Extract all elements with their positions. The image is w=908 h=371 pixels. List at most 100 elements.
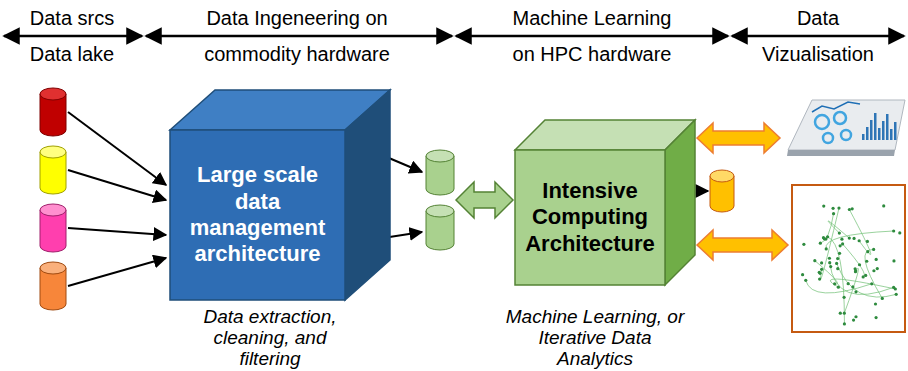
graph-dot bbox=[843, 312, 846, 315]
graph-dot bbox=[848, 237, 851, 240]
stage-label: Machine Learning on HPC hardware bbox=[502, 0, 682, 72]
graph-dot bbox=[847, 282, 850, 285]
graph-dot bbox=[892, 229, 895, 232]
network-graph-picture bbox=[792, 185, 905, 332]
graph-link bbox=[849, 209, 870, 254]
graph-dot bbox=[898, 231, 901, 234]
graph-dot bbox=[865, 260, 868, 263]
bar bbox=[894, 122, 897, 140]
graph-dot bbox=[876, 267, 879, 270]
ring-chart bbox=[834, 112, 846, 124]
graph-dot bbox=[822, 236, 825, 239]
graph-dot bbox=[843, 322, 846, 325]
box-title: Large scale data management architecture bbox=[176, 162, 339, 268]
bar bbox=[886, 114, 889, 140]
graph-dot bbox=[858, 239, 861, 242]
stage-label: Data srcs Data lake bbox=[22, 0, 122, 72]
graph-dot bbox=[852, 237, 855, 240]
stage-label: Data Ingeneering on commodity hardware bbox=[181, 0, 413, 72]
cylinder-top bbox=[426, 205, 454, 217]
cylinder-top bbox=[40, 204, 66, 216]
graph-dot bbox=[854, 290, 857, 293]
stage-arrow bbox=[4, 35, 142, 38]
graph-dot bbox=[892, 259, 895, 262]
graph-dot bbox=[882, 204, 885, 207]
cube-front bbox=[515, 150, 665, 285]
flow-arrow bbox=[68, 258, 166, 286]
graph-dot bbox=[837, 286, 840, 289]
graph-link bbox=[865, 249, 882, 298]
stage-label: Data Vizualisation bbox=[748, 0, 888, 72]
database-cylinders bbox=[40, 88, 734, 310]
cylinder-top bbox=[40, 146, 66, 158]
database-cylinder bbox=[710, 170, 734, 212]
tablet-edge bbox=[787, 150, 895, 156]
bar bbox=[890, 129, 893, 140]
graph-dot bbox=[870, 282, 873, 285]
graph-dot bbox=[838, 231, 841, 234]
stage-arrow bbox=[732, 35, 904, 38]
graph-dot bbox=[840, 238, 843, 241]
graph-dot bbox=[839, 244, 842, 247]
architecture-box: Intensive Computing ArchitectureMachine … bbox=[515, 150, 665, 285]
graph-dot bbox=[832, 212, 835, 215]
graph-dot bbox=[837, 207, 840, 210]
graph-link bbox=[820, 208, 838, 279]
graph-link bbox=[828, 221, 849, 238]
cube-front bbox=[170, 130, 345, 300]
graph-link bbox=[828, 237, 845, 324]
ring-chart bbox=[815, 115, 829, 129]
cylinder-top bbox=[710, 170, 734, 182]
graph-dot bbox=[825, 247, 828, 250]
cylinder-top bbox=[40, 88, 66, 100]
database-cylinder bbox=[426, 205, 454, 250]
green-cube bbox=[515, 120, 695, 285]
flow-arrow bbox=[68, 228, 166, 235]
graph-dot bbox=[839, 312, 842, 315]
graph-dot bbox=[842, 296, 845, 299]
graph-link bbox=[843, 244, 865, 277]
dashboard-picture bbox=[787, 100, 905, 156]
ring-chart bbox=[823, 133, 833, 143]
database-cylinder bbox=[40, 88, 66, 136]
line-chart bbox=[812, 102, 860, 112]
graph-marks bbox=[801, 204, 901, 325]
graph-dot bbox=[802, 243, 805, 246]
graph-dot bbox=[854, 315, 857, 318]
graph-dot bbox=[836, 257, 839, 260]
graph-dot bbox=[854, 267, 857, 270]
database-cylinder bbox=[40, 146, 66, 194]
bar bbox=[874, 113, 877, 140]
cube-side bbox=[665, 120, 695, 285]
box-title: Intensive Computing Architecture bbox=[521, 178, 659, 257]
graph-dot bbox=[819, 242, 822, 245]
graph-dot bbox=[858, 263, 861, 266]
graph-dot bbox=[818, 278, 821, 281]
double-block-arrow bbox=[697, 230, 788, 260]
architecture-box: Large scale data management architecture… bbox=[170, 130, 345, 300]
graph-dot bbox=[881, 297, 884, 300]
cylinder-top bbox=[426, 150, 454, 162]
bar bbox=[882, 121, 885, 140]
graph-dot bbox=[822, 204, 825, 207]
database-cylinder bbox=[426, 150, 454, 195]
dashboard-marks bbox=[812, 102, 897, 143]
graph-dot bbox=[866, 250, 869, 253]
graph-dot bbox=[875, 258, 878, 261]
bar bbox=[878, 128, 881, 140]
graph-dot bbox=[813, 259, 816, 262]
graph-dot bbox=[851, 207, 854, 210]
graph-dot bbox=[894, 287, 897, 290]
graph-dot bbox=[826, 235, 829, 238]
block-arrows bbox=[456, 123, 788, 260]
graph-dot bbox=[835, 262, 838, 265]
bar bbox=[862, 134, 865, 140]
graph-dot bbox=[872, 248, 875, 251]
graph-dot bbox=[836, 267, 839, 270]
graph-dot bbox=[818, 271, 821, 274]
graph-dot bbox=[831, 207, 834, 210]
graph-dot bbox=[820, 261, 823, 264]
graph-dot bbox=[820, 268, 823, 271]
graph-link bbox=[830, 263, 894, 295]
tablet bbox=[788, 100, 905, 150]
